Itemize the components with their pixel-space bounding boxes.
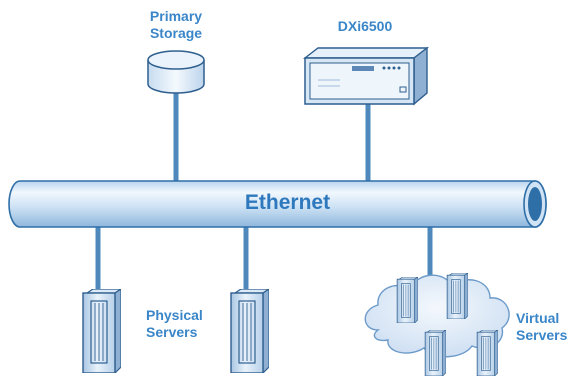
tower-server-icon [446, 273, 468, 319]
dxi-appliance-icon [302, 46, 430, 106]
physical-servers-label-line2: Servers [146, 324, 198, 340]
ethernet-label: Ethernet [244, 191, 331, 214]
physical-servers-label: Physical Servers [146, 307, 203, 341]
virtual-servers-label: Virtual Servers [516, 310, 567, 344]
primary-storage-label-line1: Primary [149, 8, 203, 24]
primary-storage-label: Primary Storage [126, 8, 226, 42]
virtual-servers-label-line2: Servers [516, 327, 568, 343]
ethernet-bus [8, 180, 547, 228]
network-links [95, 82, 433, 292]
tower-server-icon [424, 330, 446, 376]
tower-server-icon [230, 289, 269, 373]
tower-server-icon [476, 330, 498, 376]
dxi6500-label: DXi6500 [337, 18, 393, 34]
tower-server-icon [82, 289, 121, 373]
primary-storage-label-line2: Storage [149, 25, 203, 41]
physical-servers-label-line1: Physical [146, 307, 203, 323]
virtual-servers-label-line1: Virtual [516, 310, 560, 326]
tower-server-icon [396, 277, 418, 323]
storage-cylinder-icon [147, 50, 205, 94]
